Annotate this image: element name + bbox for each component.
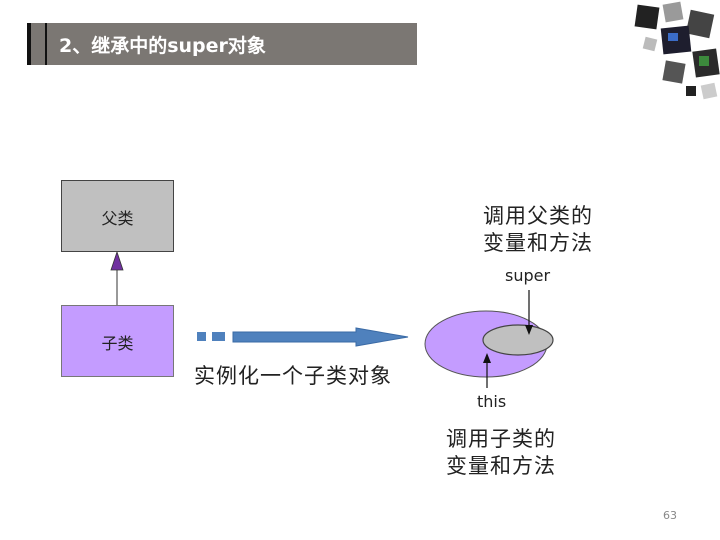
this-note-line1: 调用子类的 (446, 427, 556, 451)
this-pointer-arrowhead (483, 353, 491, 363)
slide-title-bar: 2、继承中的super对象 (27, 23, 417, 65)
arrow-dash-1 (197, 332, 206, 341)
this-label: this (477, 392, 507, 411)
parent-class-box: 父类 (61, 180, 174, 252)
child-class-box: 子类 (61, 305, 174, 377)
inheritance-arrowhead (110, 250, 124, 271)
slide-title: 2、继承中的super对象 (59, 35, 266, 57)
this-note-line2: 变量和方法 (446, 454, 556, 478)
child-class-label: 子类 (101, 334, 134, 353)
super-note-line1: 调用父类的 (483, 204, 593, 228)
page-number: 63 (663, 509, 677, 522)
arrow-dash-2 (212, 332, 225, 341)
instantiate-arrow (232, 327, 409, 347)
super-note-line2: 变量和方法 (483, 231, 593, 255)
parent-class-label: 父类 (101, 209, 134, 228)
super-object-ellipse (482, 324, 554, 356)
super-pointer-arrowhead (525, 325, 533, 335)
instantiate-label: 实例化一个子类对象 (194, 364, 392, 388)
super-label: super (505, 266, 551, 285)
